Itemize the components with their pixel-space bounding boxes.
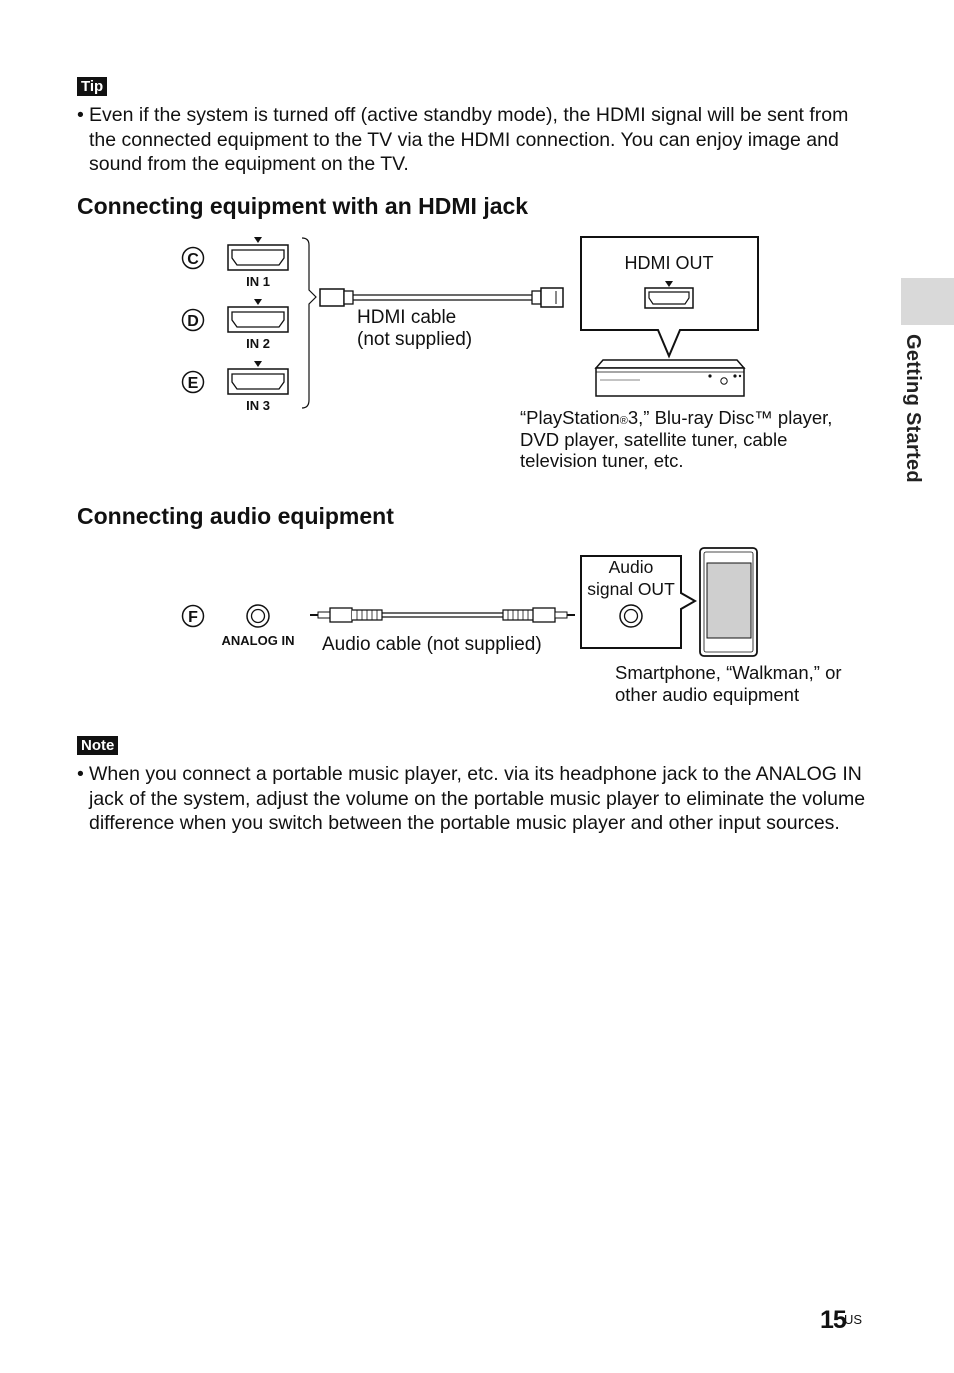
player-caption-line1: “PlayStation®3,” Blu-ray Disc™ player,	[520, 407, 832, 428]
hdmi-out-callout: HDMI OUT	[580, 236, 759, 359]
page-number: 15	[820, 1306, 847, 1334]
hdmi-jack-e: E IN 3	[181, 361, 289, 413]
hdmi-cable-label-line2: (not supplied)	[357, 329, 472, 350]
page-region-suffix: US	[844, 1312, 863, 1327]
analog-in-label: ANALOG IN	[222, 633, 295, 648]
section-tab-marker	[901, 278, 954, 325]
jack-letter-f: F	[188, 609, 198, 626]
jack-letter-d: D	[187, 313, 199, 330]
jack-letter-c: C	[187, 251, 199, 268]
smartphone-icon	[699, 547, 758, 657]
registered-mark: ®	[620, 415, 628, 427]
audio-out-label-line1: Audio	[609, 557, 654, 577]
blu-ray-player-icon	[594, 359, 746, 397]
analog-in-jack: F ANALOG IN	[181, 604, 295, 648]
audio-device-caption-line1: Smartphone, “Walkman,” or	[615, 662, 842, 683]
jack-label-in2: IN 2	[246, 336, 270, 351]
bullet-dot: •	[77, 763, 84, 785]
tip-label: Tip	[77, 77, 108, 96]
jack-group-bracket	[301, 237, 317, 409]
player-caption-part-a: “PlayStation	[520, 407, 620, 428]
jack-letter-e: E	[188, 375, 199, 392]
jack-label-in3: IN 3	[246, 398, 270, 413]
hdmi-jack-d: D IN 2	[181, 299, 289, 351]
audio-out-callout: Audio signal OUT	[580, 555, 698, 649]
jack-label-in1: IN 1	[246, 274, 270, 289]
audio-out-label-line2: signal OUT	[587, 579, 675, 599]
player-caption-part-b: 3,” Blu-ray Disc™ player,	[628, 407, 833, 428]
hdmi-jack-c: C IN 1	[181, 237, 289, 289]
note-bullet-item: • When you connect a portable music play…	[77, 762, 867, 836]
tip-text: Even if the system is turned off (active…	[89, 104, 849, 175]
hdmi-cable	[319, 287, 564, 308]
audio-cable	[310, 607, 575, 623]
hdmi-cable-label-line1: HDMI cable	[357, 307, 456, 328]
player-caption-line3: television tuner, etc.	[520, 450, 684, 471]
section-tab-label: Getting Started	[902, 334, 924, 483]
audio-device-caption-line2: other audio equipment	[615, 684, 799, 705]
hdmi-out-label: HDMI OUT	[625, 253, 714, 273]
tip-bullet-item: • Even if the system is turned off (acti…	[77, 103, 867, 177]
bullet-dot: •	[77, 104, 84, 126]
hdmi-section-heading: Connecting equipment with an HDMI jack	[77, 193, 529, 219]
note-label: Note	[77, 736, 119, 755]
audio-section-heading: Connecting audio equipment	[77, 503, 394, 529]
audio-cable-label: Audio cable (not supplied)	[322, 634, 542, 655]
note-text: When you connect a portable music player…	[89, 763, 866, 834]
player-caption-line2: DVD player, satellite tuner, cable	[520, 429, 787, 450]
